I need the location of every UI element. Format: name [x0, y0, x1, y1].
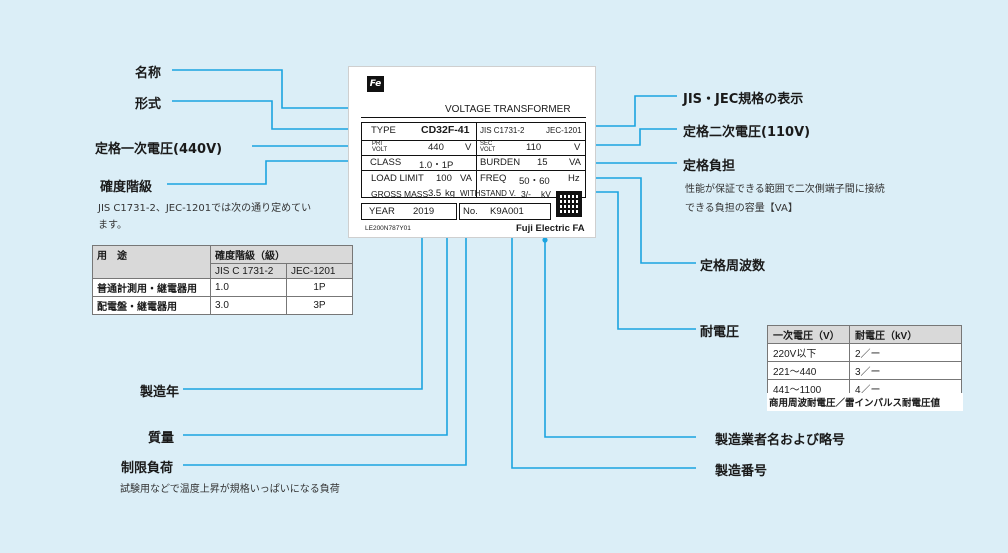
accuracy-table: 用 途 確度階級（級） JIS C 1731-2 JEC-1201 普通計測用・…: [92, 245, 353, 315]
leader-jis: [591, 95, 677, 127]
table-row: 配電盤・継電器用 3.0 3P: [92, 296, 353, 315]
callout-load-limit: 制限負荷: [121, 461, 174, 476]
title-rule: [361, 117, 586, 118]
maker-name: Fuji Electric FA: [516, 223, 585, 234]
table-row: 普通計測用・継電器用 1.0 1P: [92, 278, 353, 297]
callout-maker: 製造業者名および略号: [715, 433, 846, 448]
load-limit-note: 試験用などで温度上昇が規格いっぱいになる負荷: [120, 484, 340, 495]
load-value: 100: [436, 173, 452, 184]
leader-secondary: [591, 128, 677, 146]
hdr-withstand: 耐電圧（kV）: [849, 325, 962, 344]
callout-model: 形式: [135, 97, 162, 112]
freq-value: 50・60: [519, 176, 550, 187]
hdr-use: 用 途: [92, 245, 211, 279]
withstand-table-note: 商用周波耐電圧／雷インパルス耐電圧値: [767, 393, 963, 411]
withstand-value: 3/-: [521, 189, 531, 199]
callout-secondary-voltage: 定格二次電圧(110V): [683, 125, 811, 140]
callout-burden: 定格負担: [683, 159, 736, 174]
leader-name: [172, 69, 390, 109]
callout-frequency: 定格周波数: [700, 259, 766, 274]
leader-class: [167, 160, 368, 185]
pri-value: 440: [428, 142, 444, 153]
serial-value: K9A001: [490, 206, 524, 217]
callout-jis-jec: JIS・JEC規格の表示: [683, 92, 804, 107]
rating-grid: [361, 122, 586, 198]
callout-name: 名称: [135, 66, 162, 81]
leader-model: [172, 100, 367, 130]
accuracy-note-1: JIS C1731-2、JEC-1201では次の通り定めてい: [98, 203, 312, 214]
callout-mass: 質量: [148, 431, 175, 446]
accuracy-note-2: ます。: [98, 220, 127, 231]
serial-box: [459, 203, 551, 220]
fuji-logo-icon: Fe: [367, 76, 384, 92]
type-value: CD32F-41: [421, 124, 470, 136]
plate-title: VOLTAGE TRANSFORMER: [445, 104, 571, 115]
hdr-class: 確度階級（級）: [210, 245, 353, 264]
mass-value: 3.5: [428, 188, 442, 199]
table-row: 220V以下 2／ー: [767, 343, 962, 362]
hdr-primary: 一次電圧（V）: [767, 325, 850, 344]
leader-mass: [183, 196, 448, 436]
dot-maker: [542, 237, 548, 243]
burden-value: 15: [537, 157, 548, 168]
callout-withstand: 耐電圧: [700, 325, 740, 340]
burden-note-2: できる負担の容量【VA】: [685, 203, 798, 214]
type-label: TYPE: [371, 125, 396, 136]
std-jis: JIS C1731-2: [480, 126, 525, 135]
callout-serial: 製造番号: [715, 464, 768, 479]
leader-load-limit: [183, 179, 467, 466]
leader-serial: [511, 224, 696, 469]
year-value: 2019: [413, 206, 435, 217]
leader-freq: [591, 177, 696, 264]
callout-accuracy-class: 確度階級: [100, 180, 153, 195]
nameplate: Fe VOLTAGE TRANSFORMER TYPE CD32F-41 JIS…: [348, 66, 596, 238]
std-jec: JEC-1201: [546, 126, 582, 135]
class-value: 1.0・1P: [419, 160, 454, 171]
qr-code-icon: [556, 191, 582, 217]
leader-year: [183, 224, 423, 390]
leader-maker: [544, 240, 696, 438]
callout-primary-voltage: 定格一次電圧(440V): [95, 142, 223, 157]
year-box: [361, 203, 457, 220]
grid-divider: [476, 122, 477, 198]
burden-note-1: 性能が保証できる範囲で二次側端子間に接続: [685, 184, 885, 195]
leader-withstand: [580, 191, 696, 330]
sec-value: 110: [526, 142, 542, 153]
callout-year: 製造年: [140, 385, 180, 400]
withstand-table: 一次電圧（V） 耐電圧（kV） 220V以下 2／ー 221〜440 3／ー 4…: [767, 325, 962, 398]
doc-code: LE200N787Y01: [365, 225, 411, 232]
table-row: 221〜440 3／ー: [767, 361, 962, 380]
